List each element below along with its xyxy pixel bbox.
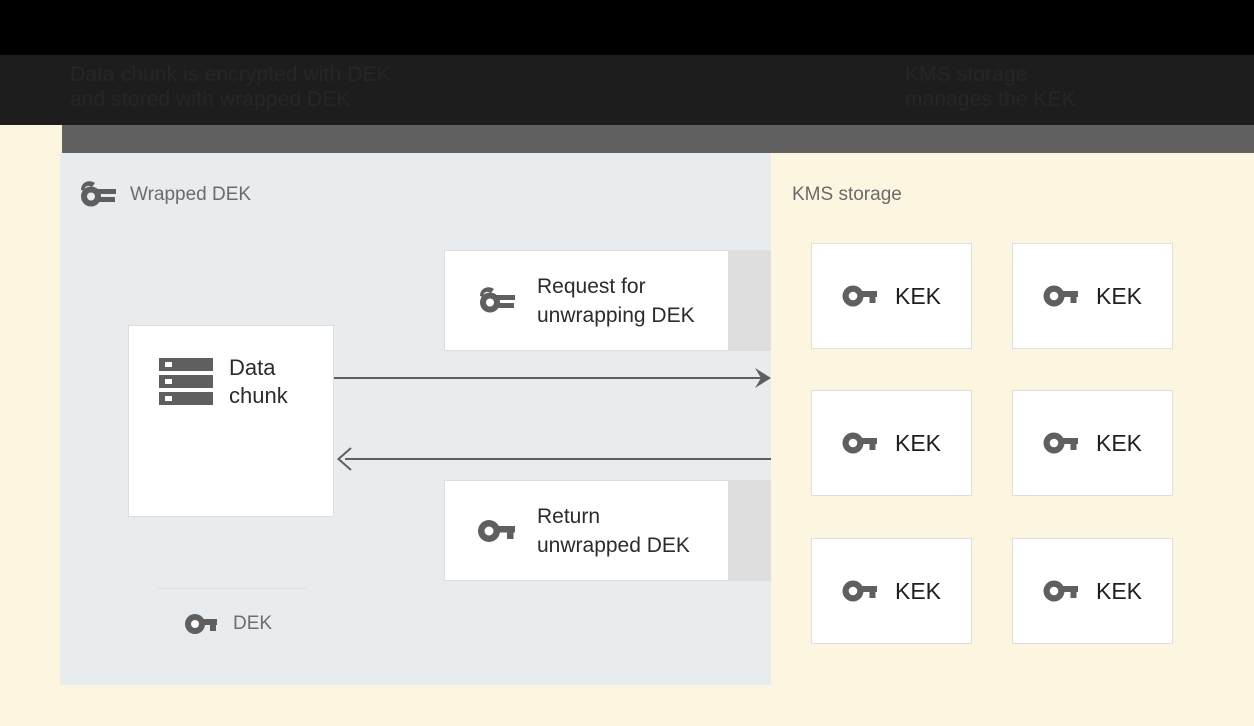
key-icon: [842, 430, 878, 456]
kek-card-label: KEK: [894, 577, 942, 604]
data-chunk-card[interactable]: Data chunk DEK: [128, 325, 334, 634]
key-icon: [1043, 430, 1079, 456]
kek-card[interactable]: KEK: [1012, 538, 1173, 644]
wrapped-key-icon: [477, 284, 517, 318]
return-card-content: Return unwrapped DEK: [477, 502, 690, 560]
data-chunk-dek-row: DEK: [185, 612, 272, 636]
header-caption-right: KMS storage manages the KEK: [905, 63, 1076, 111]
return-unwrapped-card[interactable]: Return unwrapped DEK: [444, 480, 729, 581]
client-panel-title: Wrapped DEK: [130, 184, 252, 205]
request-unwrap-card[interactable]: Request for unwrapping DEK: [444, 250, 729, 351]
kek-card-label: KEK: [894, 282, 942, 309]
kek-card[interactable]: KEK: [811, 243, 972, 349]
key-icon: [477, 517, 517, 545]
diagram-canvas: Wrapped DEK Data chunk: [0, 153, 1254, 726]
kek-card[interactable]: KEK: [811, 390, 972, 496]
data-chunk-divider: [158, 588, 306, 589]
kek-card[interactable]: KEK: [811, 538, 972, 644]
kek-card-label: KEK: [1095, 429, 1143, 456]
request-card-content: Request for unwrapping DEK: [477, 272, 695, 330]
kek-card-content: KEK: [812, 391, 971, 495]
data-chunk-dek-label: DEK: [233, 613, 273, 634]
kms-panel-title: KMS storage: [792, 184, 902, 205]
kek-card-content: KEK: [1013, 391, 1172, 495]
key-icon: [1043, 283, 1079, 309]
wrapped-key-icon: [78, 178, 118, 212]
request-arrow-head-icon: [755, 366, 773, 390]
request-arrow-line: [334, 377, 766, 379]
data-chunk-header: Data chunk: [159, 354, 288, 410]
return-card-shadow: [729, 480, 771, 581]
response-arrow-head-icon: [336, 447, 352, 471]
header-caption-bar: Data chunk is encrypted with DEK and sto…: [0, 55, 1254, 125]
return-card-label: Return unwrapped DEK: [537, 504, 690, 557]
data-chunk-title: Data chunk: [229, 355, 288, 408]
request-card-label: Request for unwrapping DEK: [537, 274, 695, 327]
key-icon: [1043, 578, 1079, 604]
kek-card[interactable]: KEK: [1012, 390, 1173, 496]
key-icon: [842, 578, 878, 604]
storage-icon: [159, 356, 213, 408]
key-icon: [185, 612, 217, 636]
top-black-bar: [0, 0, 1254, 55]
kek-card-label: KEK: [1095, 282, 1143, 309]
kek-card-content: KEK: [1013, 539, 1172, 643]
header-caption-left: Data chunk is encrypted with DEK and sto…: [70, 63, 391, 111]
kek-card-content: KEK: [812, 244, 971, 348]
kek-card-content: KEK: [1013, 244, 1172, 348]
kek-card[interactable]: KEK: [1012, 243, 1173, 349]
request-card-shadow: [729, 250, 771, 351]
kek-card-label: KEK: [894, 429, 942, 456]
key-icon: [842, 283, 878, 309]
response-arrow-line: [345, 458, 771, 460]
kek-card-label: KEK: [1095, 577, 1143, 604]
header-gray-bar: [62, 125, 1254, 153]
header-gray-bar-left-gap: [0, 125, 62, 153]
kek-card-content: KEK: [812, 539, 971, 643]
